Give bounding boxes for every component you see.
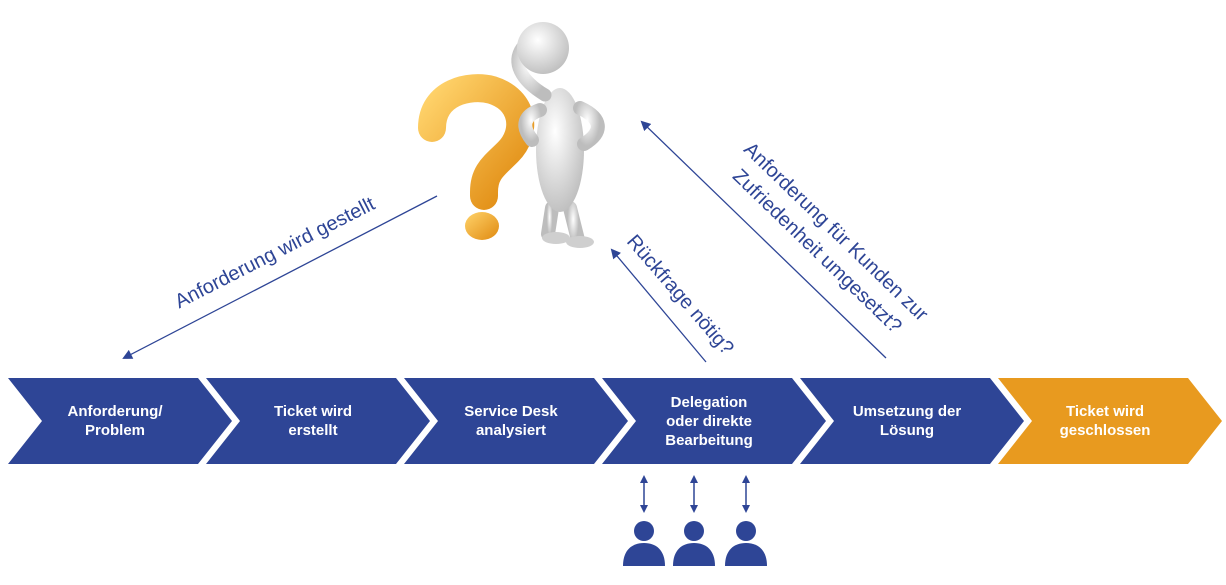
step-label-6: Ticket wird geschlossen bbox=[1059, 403, 1151, 439]
delegate-people bbox=[623, 475, 767, 566]
fulfilled-arrow bbox=[640, 120, 887, 359]
step-label-4: Delegation oder direkte Bearbeitung bbox=[665, 393, 753, 449]
request-arrow bbox=[122, 195, 438, 359]
process-step-1 bbox=[8, 378, 232, 464]
query-arrow bbox=[610, 248, 707, 363]
person-2 bbox=[673, 475, 715, 566]
person-3 bbox=[725, 475, 767, 566]
person-1 bbox=[623, 475, 665, 566]
process-step-5 bbox=[800, 378, 1024, 464]
step-label-2: Ticket wird erstellt bbox=[273, 403, 353, 439]
step-label-1: Anforderung/ Problem bbox=[67, 403, 163, 439]
step-label-5: Umsetzung der Lösung bbox=[852, 403, 962, 439]
process-chevrons bbox=[8, 378, 1222, 464]
process-step-2 bbox=[206, 378, 430, 464]
process-step-4 bbox=[602, 378, 826, 464]
process-step-6 bbox=[998, 378, 1222, 464]
thinking-person-with-question-mark-icon bbox=[418, 22, 605, 248]
process-step-3 bbox=[404, 378, 628, 464]
step-label-3: Service Desk analysiert bbox=[464, 403, 558, 439]
